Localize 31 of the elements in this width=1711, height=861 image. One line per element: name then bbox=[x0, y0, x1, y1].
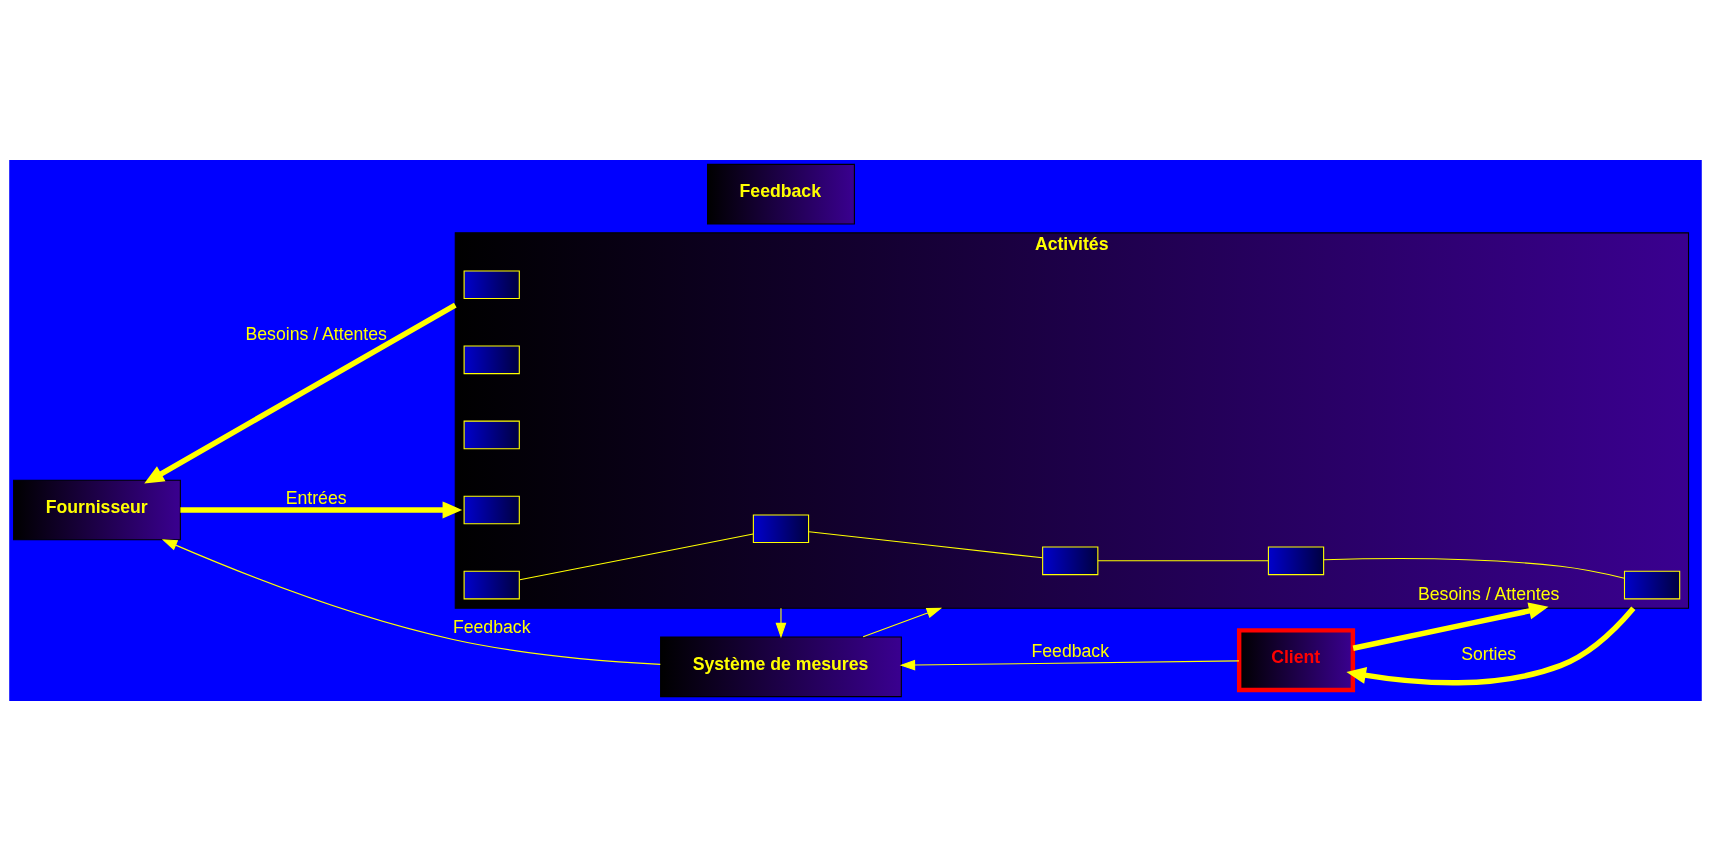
arrow bbox=[862, 607, 943, 638]
node-box bbox=[463, 420, 520, 450]
arrow bbox=[775, 607, 787, 639]
node-box bbox=[1623, 570, 1681, 600]
node-box: Fournisseur bbox=[13, 479, 181, 541]
connector bbox=[1097, 560, 1269, 562]
connector bbox=[519, 533, 754, 581]
edge-label: Sorties bbox=[1461, 643, 1517, 664]
node-box: Système de mesures bbox=[660, 636, 902, 698]
node-box bbox=[1267, 546, 1325, 576]
arrow bbox=[180, 501, 463, 519]
node-box bbox=[463, 570, 520, 600]
edge-label: Besoins / Attentes bbox=[1418, 584, 1560, 605]
edge-label: Feedback bbox=[452, 617, 531, 638]
connector bbox=[808, 531, 1043, 559]
node-box bbox=[1042, 546, 1099, 576]
edge-label: Besoins / Attentes bbox=[245, 323, 387, 344]
node-box bbox=[752, 514, 810, 544]
arrow bbox=[144, 302, 457, 484]
arrow bbox=[899, 659, 1240, 671]
arrow bbox=[1352, 602, 1549, 651]
node-box bbox=[463, 495, 520, 525]
node-box bbox=[463, 270, 520, 300]
arrow bbox=[161, 539, 661, 665]
arrow bbox=[1346, 606, 1636, 686]
node-box: Client bbox=[1236, 628, 1356, 693]
node-box bbox=[463, 345, 520, 375]
edge-label: Feedback bbox=[1031, 640, 1110, 661]
connector bbox=[1323, 558, 1625, 579]
node-box: Feedback bbox=[707, 163, 855, 225]
edge-label: Entrées bbox=[285, 488, 347, 509]
